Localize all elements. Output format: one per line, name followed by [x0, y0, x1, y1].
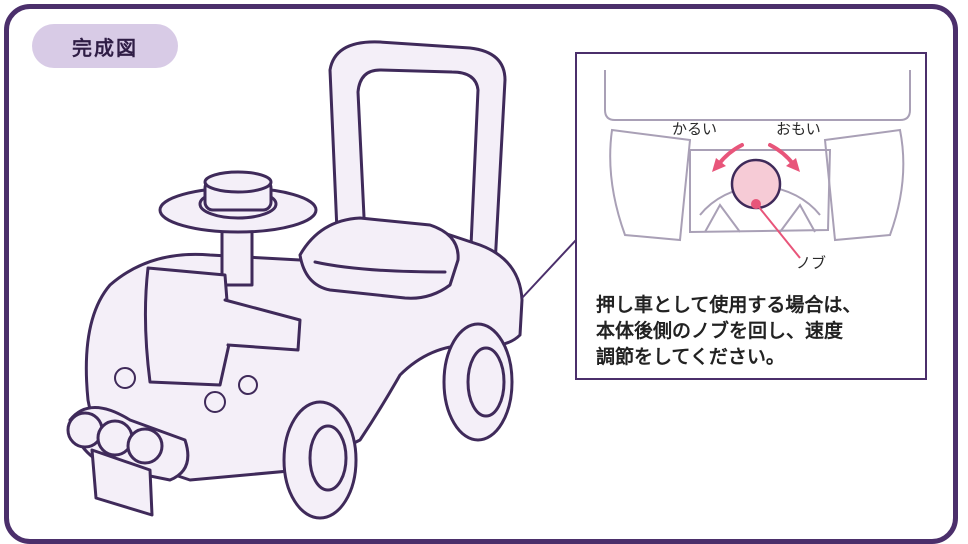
knob-pointer-line — [757, 205, 801, 259]
arrow-heavy-icon — [786, 158, 800, 172]
completed-diagram-badge: 完成図 — [32, 24, 178, 68]
seat — [298, 216, 460, 300]
heavy-label: おもい — [776, 120, 821, 138]
knob-callout-box — [575, 52, 927, 380]
flower-decoration — [204, 391, 226, 413]
note-line-1: 押し車として使用する場合は、 — [596, 294, 862, 316]
flower-decoration — [114, 367, 136, 389]
knob-detail-illustration — [604, 70, 911, 259]
steering-column — [220, 223, 254, 287]
light-label: かるい — [672, 120, 718, 138]
ride-on-car-illustration — [66, 40, 577, 520]
front-window — [143, 266, 232, 387]
usage-note: 押し車として使用する場合は、 本体後側のノブを回し、速度 調節をしてください。 — [596, 292, 926, 370]
badge-label: 完成図 — [72, 35, 138, 60]
license-plate — [90, 448, 154, 517]
note-line-2: 本体後側のノブを回し、速度 — [596, 320, 844, 342]
arrow-light-icon — [712, 158, 726, 172]
note-line-3: 調節をしてください。 — [596, 346, 785, 368]
flower-decoration — [238, 375, 258, 395]
knob-label: ノブ — [796, 254, 827, 272]
